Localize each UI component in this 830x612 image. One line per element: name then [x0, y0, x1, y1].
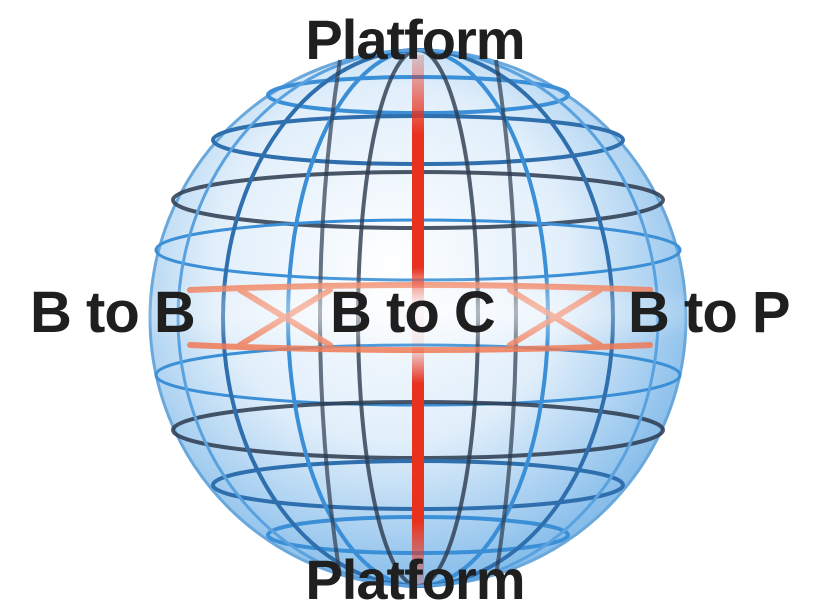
b-to-c-label: B to C — [330, 280, 496, 345]
b-to-b-label: B to B — [30, 280, 196, 345]
platform-bottom-label: Platform — [305, 548, 525, 611]
b-to-p-label: B to P — [628, 280, 791, 345]
platform-top-label: Platform — [305, 8, 525, 71]
